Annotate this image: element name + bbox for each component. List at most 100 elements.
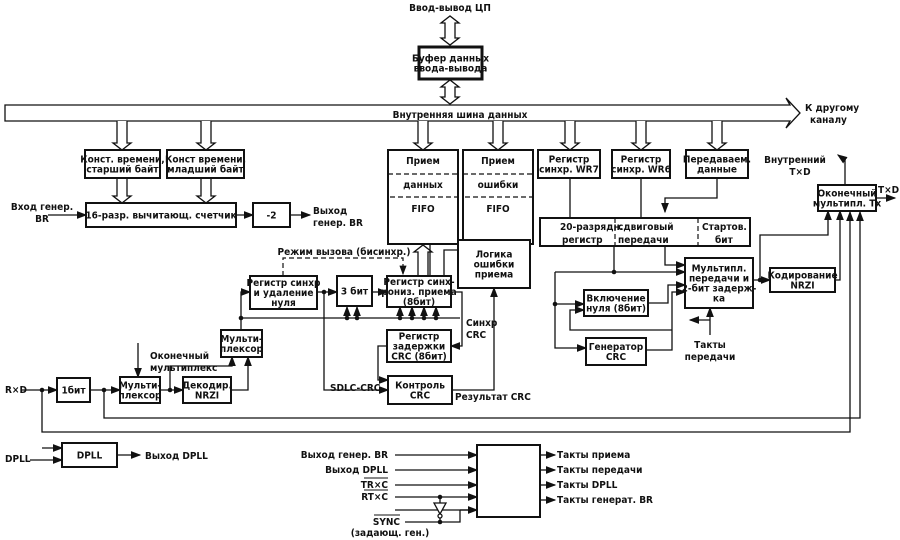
signal-line bbox=[646, 288, 687, 351]
block-label: Контроль bbox=[395, 381, 445, 392]
block-label: плексор bbox=[220, 344, 264, 355]
signal-line bbox=[323, 292, 390, 394]
block-shift-reg: 20-разрядн.регистрсдвиговыйпередачиСтарт… bbox=[539, 217, 751, 247]
block-label: 20-разрядн. bbox=[560, 222, 623, 233]
clock-input-label: TR×C bbox=[361, 480, 389, 491]
block-label: Прием bbox=[406, 156, 440, 167]
block-label: Логика bbox=[476, 250, 513, 261]
bidirectional-bus-arrow bbox=[439, 79, 461, 105]
block-label: младший байт bbox=[167, 164, 244, 176]
block-label: Конст времени, bbox=[165, 155, 246, 166]
bus-arrow bbox=[111, 178, 133, 204]
block-label: Конст. времени, bbox=[80, 155, 164, 166]
signal-line bbox=[554, 272, 588, 352]
block-div2: -2 bbox=[252, 202, 291, 228]
block-label: рониз. приема bbox=[381, 287, 456, 298]
block-label: бит bbox=[715, 234, 734, 246]
master-gen-label: (задающ. ген.) bbox=[351, 528, 430, 539]
signal-line bbox=[759, 209, 832, 280]
block-label: CRC bbox=[410, 391, 431, 402]
signal-line bbox=[405, 510, 461, 523]
block-label: CRC bbox=[606, 352, 627, 363]
block-label: нуля bbox=[271, 298, 296, 309]
bus-arrow bbox=[630, 121, 652, 151]
block-label: Регистр синх- bbox=[383, 277, 454, 288]
clock-input-label: Выход DPLL bbox=[325, 465, 388, 476]
block-bit1: 1бит bbox=[56, 377, 91, 403]
signal-line bbox=[664, 246, 687, 269]
block-label: 3 бит bbox=[341, 286, 369, 298]
bus-arrow bbox=[412, 121, 434, 151]
bus-arrow bbox=[487, 121, 509, 151]
block-dpll: DPLL bbox=[61, 442, 118, 468]
block-label: Буфер данных bbox=[412, 53, 489, 65]
block-label: 16-разр. вычитающ. счетчик bbox=[85, 211, 236, 222]
block-label: Декодир. bbox=[182, 381, 232, 392]
signal-line bbox=[836, 154, 848, 185]
clock-output-label: Такты DPLL bbox=[557, 480, 618, 491]
block-const-high: Конст. времени,старший байт bbox=[80, 149, 165, 179]
signal-line bbox=[835, 209, 844, 281]
block-label: Стартов. bbox=[702, 222, 747, 233]
cpu-io-label: Ввод-вывод ЦП bbox=[409, 3, 491, 14]
junction-dot bbox=[397, 315, 403, 321]
block-label: приема bbox=[475, 270, 514, 281]
crc-result-label: Результат CRC bbox=[455, 392, 531, 403]
block-label: Включение bbox=[586, 294, 645, 305]
block-label: мультипл. Tx bbox=[813, 199, 882, 210]
block-label: DPLL bbox=[77, 451, 103, 462]
br-output-label: Выход bbox=[313, 206, 347, 217]
clock-input-label: RT×C bbox=[361, 492, 388, 503]
rxd-label: R×D bbox=[5, 385, 27, 396]
block-label: данные bbox=[697, 165, 737, 176]
block-mux-upper: Мульти-плексор bbox=[220, 329, 264, 358]
dpll-input-label: DPLL bbox=[5, 454, 31, 465]
signal-line bbox=[648, 281, 687, 304]
block-label: -2 bbox=[267, 211, 277, 222]
block-nrzi-dec: Декодир.NRZI bbox=[182, 376, 232, 404]
block-label: Мульти- bbox=[119, 381, 162, 392]
block-label: ввода-вывода bbox=[414, 64, 488, 75]
tx-clocks-label: передачи bbox=[685, 352, 736, 363]
signal-line bbox=[569, 306, 672, 331]
block-const-low: Конст времени,младший байт bbox=[165, 149, 246, 179]
block-label: ка bbox=[713, 294, 725, 305]
internal-bus-label: Внутренняя шина данных bbox=[393, 110, 528, 121]
block-label: синхр. WR6 bbox=[611, 165, 671, 176]
bus-arrow bbox=[706, 121, 728, 151]
block-label: NRZI bbox=[195, 391, 219, 402]
block-label: ошибки bbox=[474, 259, 515, 271]
block-label: сдвиговый bbox=[618, 222, 674, 233]
dpll-output-label: Выход DPLL bbox=[145, 451, 208, 462]
block-label: Прием bbox=[481, 156, 515, 167]
final-mux-label: Оконечный bbox=[150, 351, 209, 362]
block-label: CRC (8бит) bbox=[391, 351, 447, 363]
sdlc-crc-label: SDLC-CRC bbox=[330, 383, 381, 394]
junction-dot bbox=[409, 315, 415, 321]
signal-line bbox=[449, 291, 463, 350]
block-label: и удаление bbox=[254, 288, 314, 299]
junction-dot bbox=[437, 519, 443, 525]
junction-dot bbox=[238, 315, 244, 321]
sync-label: SYNC bbox=[373, 517, 401, 528]
call-mode-label: Режим вызова (бисинхр.) bbox=[278, 246, 411, 258]
signal-line bbox=[231, 355, 252, 391]
other-channel-label: К другому bbox=[805, 103, 859, 114]
block-label: старший байт bbox=[86, 164, 159, 176]
block-label: 2-бит задерж- bbox=[682, 283, 757, 295]
junction-dot bbox=[344, 315, 350, 321]
labels-layer: Ввод-вывод ЦП Внутренняя шина данных К дру… bbox=[5, 3, 899, 539]
bidirectional-bus-arrow bbox=[439, 15, 461, 46]
clock-input-label: Выход генер. BR bbox=[301, 450, 388, 461]
junction-dot bbox=[552, 301, 558, 307]
signal-line bbox=[452, 286, 498, 391]
signal-line bbox=[613, 246, 687, 276]
